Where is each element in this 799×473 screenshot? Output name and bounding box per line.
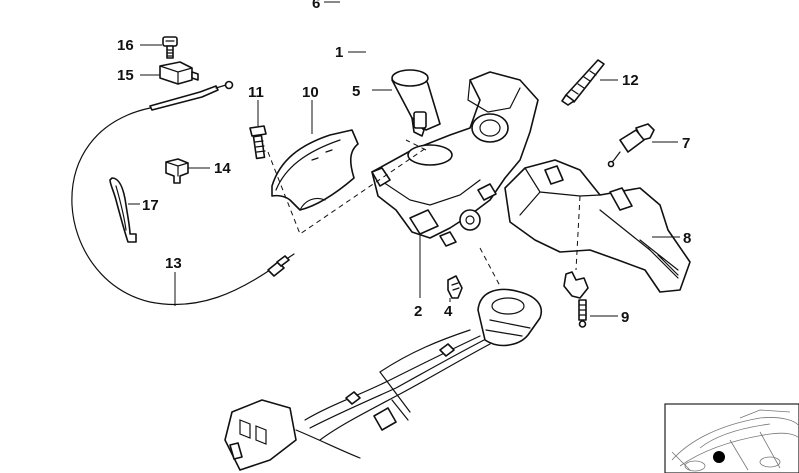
assembly-lines xyxy=(267,139,581,287)
callout-15: 15 xyxy=(117,67,134,84)
part-9-screw xyxy=(563,271,589,328)
callout-8: 8 xyxy=(683,230,691,247)
callout-labels: 6 16 15 1 11 10 5 12 14 7 17 8 13 2 4 9 xyxy=(117,0,691,326)
part-16-bolt xyxy=(162,36,178,59)
part-6-wiring-harness xyxy=(224,288,542,471)
location-marker xyxy=(713,451,725,463)
part-4-pin xyxy=(447,275,463,299)
part-13-cable xyxy=(71,80,295,306)
part-8-switch xyxy=(504,159,691,293)
part-14-clip xyxy=(165,158,189,184)
callout-7: 7 xyxy=(682,135,690,152)
callout-4: 4 xyxy=(444,303,453,320)
callout-17: 17 xyxy=(142,197,159,214)
part-12-pin xyxy=(561,59,605,106)
car-outline xyxy=(671,409,799,472)
callout-12: 12 xyxy=(622,72,639,89)
part-11-screw xyxy=(249,125,267,160)
callout-2: 2 xyxy=(414,303,422,320)
callout-9: 9 xyxy=(621,309,629,326)
callout-14: 14 xyxy=(214,160,231,177)
part-1-housing xyxy=(371,71,539,247)
leader-lines xyxy=(128,1,680,317)
callout-1: 1 xyxy=(335,44,343,61)
callout-5: 5 xyxy=(352,83,360,100)
part-17-clip xyxy=(109,177,137,243)
part-7-sensor xyxy=(607,123,655,168)
car-location-inset xyxy=(664,403,799,473)
part-15-clip xyxy=(159,61,199,85)
callout-10: 10 xyxy=(302,84,319,101)
part-10-cover xyxy=(271,129,359,211)
part-5-lock-cylinder xyxy=(391,69,441,137)
callout-16: 16 xyxy=(117,37,134,54)
callout-6: 6 xyxy=(312,0,320,12)
callout-11: 11 xyxy=(248,84,264,101)
callout-13: 13 xyxy=(165,255,182,272)
